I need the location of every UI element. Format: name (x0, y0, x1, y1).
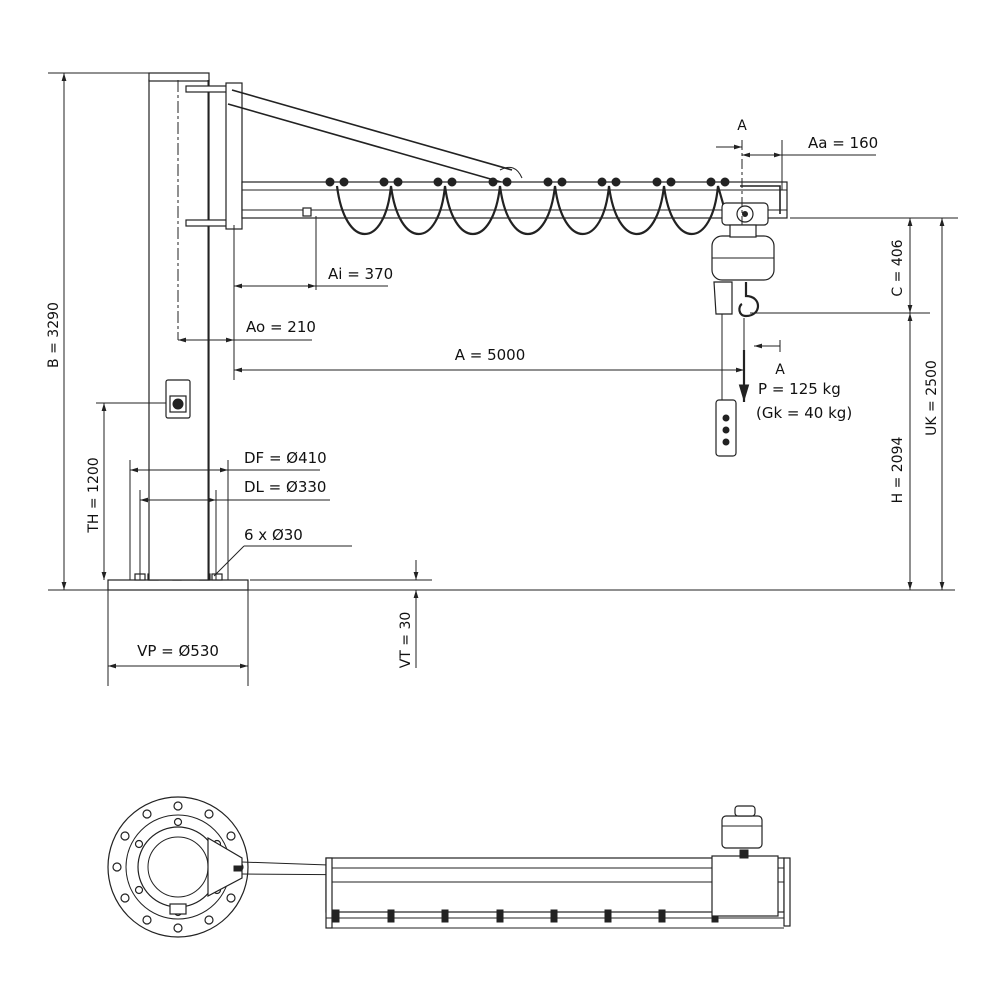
dim-dl: DL = Ø330 (139, 478, 330, 580)
festoon-cable (335, 185, 728, 235)
festoon-system (325, 177, 730, 235)
label-vt: VT = 30 (398, 612, 414, 669)
dim-df: DF = Ø410 (129, 449, 327, 580)
column (148, 79, 210, 581)
dim-ao: Ao = 210 (178, 318, 316, 343)
label-h: H = 2094 (890, 437, 906, 504)
plan-view (107, 796, 791, 938)
festoon-trolleys (325, 177, 730, 187)
dim-vt: VT = 30 (250, 560, 432, 668)
jib-arm (241, 181, 788, 219)
plan-column (137, 826, 219, 908)
label-ao: Ao = 210 (246, 318, 316, 336)
label-vp: VP = Ø530 (137, 642, 219, 660)
label-df: DF = Ø410 (244, 449, 327, 467)
dim-ai: Ai = 370 (233, 216, 393, 380)
plan-hoist-body (711, 855, 779, 917)
label-a: A = 5000 (455, 346, 526, 364)
tie-rod (227, 89, 523, 185)
dim-b: B = 3290 (46, 72, 149, 590)
section-plate (740, 185, 781, 214)
label-b: B = 3290 (46, 302, 62, 368)
label-gk: (Gk = 40 kg) (756, 404, 852, 422)
dim-uk: UK = 2500 (924, 218, 945, 590)
section-label-top: A (737, 118, 747, 134)
column-cap (148, 72, 210, 82)
plan-hoist-motor (721, 815, 763, 849)
hook (738, 282, 760, 318)
dim-aa: Aa = 160 (742, 134, 878, 190)
label-ai: Ai = 370 (328, 265, 393, 283)
electric-chain-hoist (711, 202, 775, 457)
dim-h: H = 2094 (890, 313, 913, 590)
dim-a: A = 5000 (234, 318, 745, 380)
end-stop-inner (302, 207, 312, 217)
label-aa: Aa = 160 (808, 134, 878, 152)
label-dl: DL = Ø330 (244, 478, 326, 496)
section-label-bottom: A (775, 362, 785, 378)
label-th: TH = 1200 (86, 457, 102, 533)
label-c: C = 406 (890, 239, 906, 296)
dim-vp: VP = Ø530 (107, 590, 249, 686)
dim-c: C = 406 (750, 217, 958, 314)
side-elevation: B = 3290 TH = 1200 DF = Ø410 DL = Ø330 (46, 72, 958, 686)
label-load: P = 125 kg (758, 380, 841, 398)
plan-hoist (711, 805, 779, 917)
label-uk: UK = 2500 (924, 360, 940, 436)
plan-head (207, 836, 243, 897)
base-plate (107, 579, 249, 591)
label-holes: 6 x Ø30 (244, 526, 303, 544)
chain-bag (713, 281, 733, 315)
dim-th: TH = 1200 (86, 402, 166, 580)
dim-holes: 6 x Ø30 (213, 526, 352, 577)
